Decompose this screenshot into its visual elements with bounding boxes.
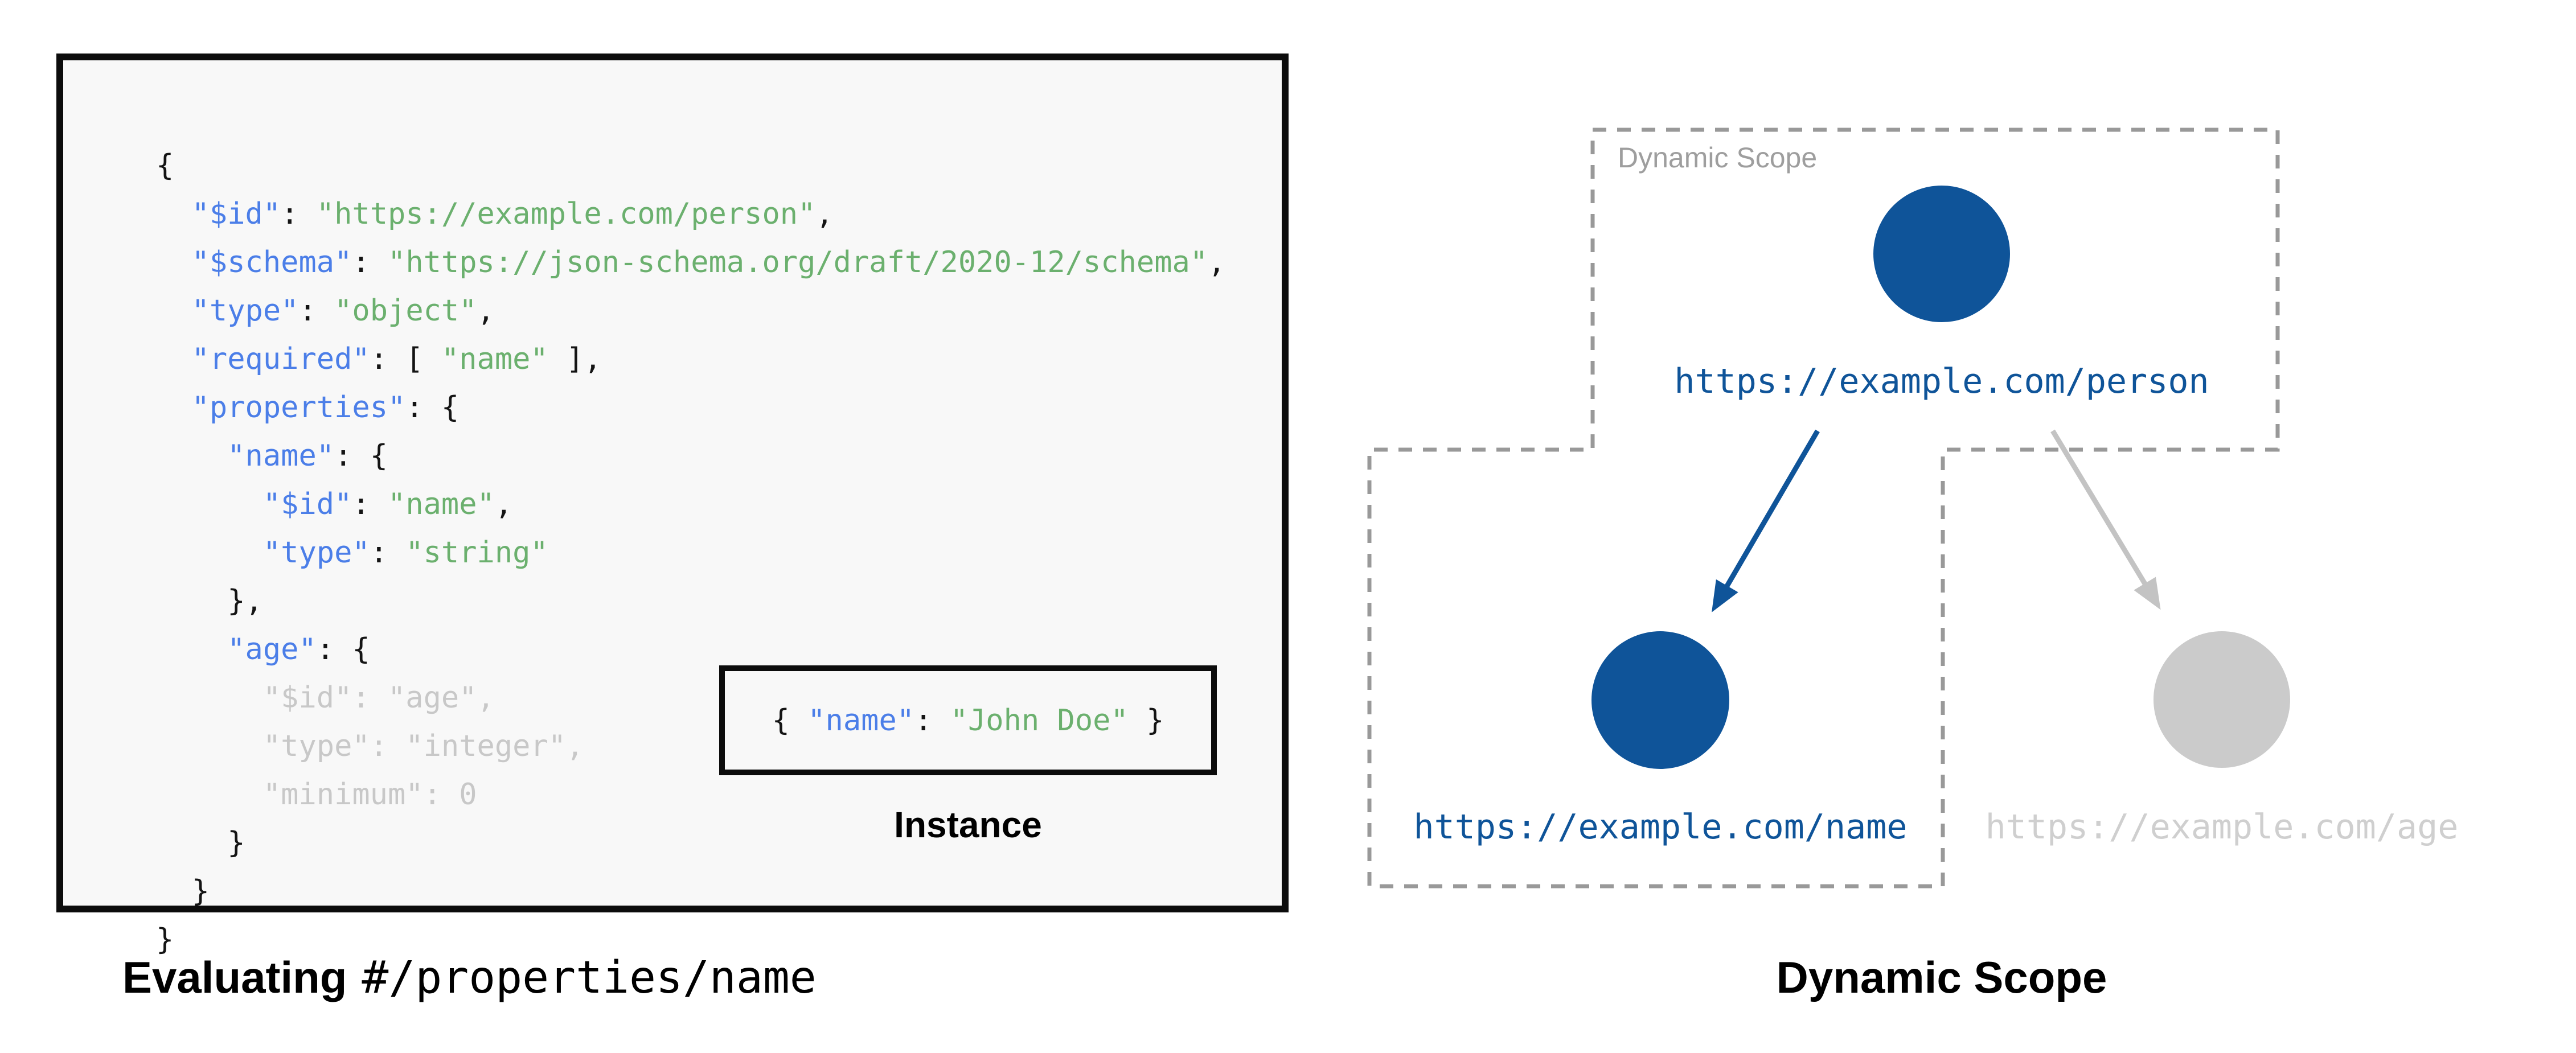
schema-node-name [1591,631,1729,769]
instance-box: { "name": "John Doe" } [719,665,1217,775]
schema-code: { "$id": "https://example.com/person", "… [156,142,1225,964]
code-line: }, [156,584,263,618]
code-line: "type": "integer", [156,729,584,763]
code-line: "name": { [227,439,388,473]
evaluating-caption: Evaluating #/properties/name [122,952,817,1003]
schema-code-panel: { "$id": "https://example.com/person", "… [56,54,1289,957]
instance-code: { "name": "John Doe" } [772,703,1164,738]
dynamic-scope-boundary [1367,127,2280,889]
code-line: "type": "string" [262,536,548,570]
code-line: { [156,149,174,183]
code-line: "minimum": 0 [156,778,477,812]
schema-node-person [1873,186,2010,322]
arrow-person-to-age [2050,429,2161,610]
code-line: "required": [ "name" ], [191,342,602,376]
dynamic-scope-region-label: Dynamic Scope [1618,142,1818,174]
schema-node-person-url: https://example.com/person [1674,361,2209,401]
code-line: "type": "object", [191,294,495,328]
code-line: } [156,826,245,860]
dynamic-scope-caption: Dynamic Scope [1776,952,2107,1002]
code-line: } [156,923,174,957]
schema-node-name-url: https://example.com/name [1413,807,1908,847]
code-line: "$schema": "https://json-schema.org/draf… [191,245,1226,279]
arrow-person-to-name [1712,429,1820,612]
code-line: "properties": { [191,390,460,425]
schema-node-age [2153,631,2290,768]
evaluating-caption-pointer: #/properties/name [362,952,817,1003]
code-line: } [156,874,210,908]
code-line: "age": { [227,632,370,667]
code-line: "$id": "https://example.com/person", [191,197,834,231]
code-line: "$id": "name", [262,487,513,521]
schema-node-age-url: https://example.com/age [1985,807,2459,847]
code-line: "$id": "age", [156,681,495,715]
evaluating-caption-bold: Evaluating [122,952,347,1002]
instance-label: Instance [894,804,1042,845]
